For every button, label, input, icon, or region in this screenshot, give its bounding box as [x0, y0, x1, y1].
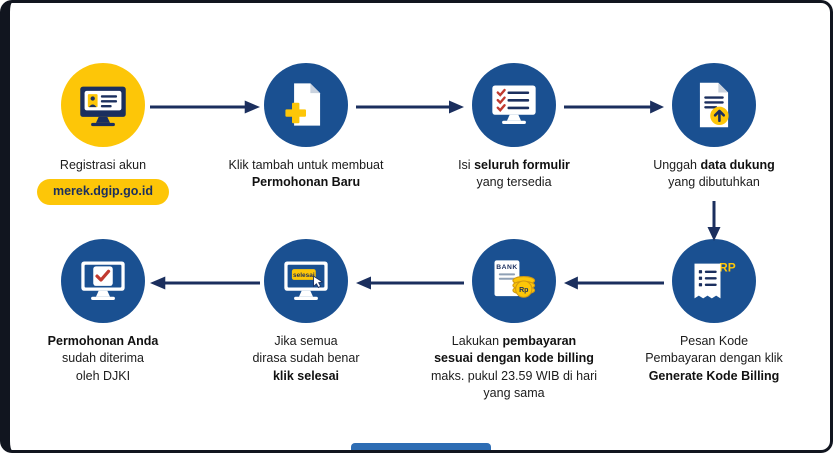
bank-label: BANK	[496, 264, 518, 271]
step-caption: Permohonan Anda sudah diterima oleh DJKI	[10, 333, 196, 385]
caption-text: Permohonan Anda	[47, 334, 159, 348]
caption-text: yang dibutuhkan	[668, 175, 760, 190]
merek-url-badge: merek.dgip.go.id	[36, 179, 169, 205]
caption-text: Pembayaran dengan klik	[645, 351, 783, 366]
arrow-right-icon	[150, 99, 260, 115]
caption-text: klik selesai	[272, 368, 340, 383]
document-plus-icon	[264, 63, 348, 147]
step-8-permohonan-diterima: Permohonan Anda sudah diterima oleh DJKI	[10, 239, 196, 385]
caption-text: yang sama	[483, 385, 545, 400]
caption-text: Unggah	[653, 158, 701, 172]
document-upload-icon	[672, 63, 756, 147]
step-1-registrasi-akun: Registrasi akun merek.dgip.go.id	[10, 63, 196, 205]
step-caption: Registrasi akun merek.dgip.go.id	[10, 157, 196, 205]
caption-text: Permohonan Baru	[251, 175, 361, 190]
step-caption: Isi seluruh formulir yang tersedia	[421, 157, 607, 192]
arrow-left-icon	[564, 275, 664, 291]
step-caption: Unggah data dukung yang dibutuhkan	[621, 157, 807, 192]
caption-text: sesuai dengan kode billing	[434, 351, 594, 366]
caption-text: seluruh formulir	[474, 158, 570, 172]
step-6-pembayaran: BANK Rp Lakukan pembayaran sesuai dengan…	[421, 239, 607, 402]
arrow-left-icon	[150, 275, 260, 291]
arrow-left-icon	[356, 275, 464, 291]
caption-text: Registrasi akun	[59, 158, 147, 172]
step-3-isi-formulir: Isi seluruh formulir yang tersedia	[421, 63, 607, 192]
rp-label: RP	[719, 260, 736, 274]
step-caption: Jika semua dirasa sudah benar klik seles…	[213, 333, 399, 385]
step-caption: Klik tambah untuk membuat Permohonan Bar…	[213, 157, 399, 192]
caption-text: Jika semua	[274, 334, 338, 348]
step-caption: Pesan Kode Pembayaran dengan klik Genera…	[621, 333, 807, 385]
footer-accent-bar	[351, 443, 491, 450]
caption-text: maks. pukul 23.59 WIB di hari	[430, 368, 598, 383]
arrow-right-icon	[564, 99, 664, 115]
caption-text: Pesan Kode	[679, 334, 749, 348]
caption-text: data dukung	[700, 158, 775, 172]
arrow-right-icon	[356, 99, 464, 115]
step-4-unggah-data: Unggah data dukung yang dibutuhkan	[621, 63, 807, 192]
monitor-selesai-icon: selesai	[264, 239, 348, 323]
caption-text: Isi	[458, 158, 475, 172]
step-caption: Lakukan pembayaran sesuai dengan kode bi…	[421, 333, 607, 402]
caption-text: Klik tambah untuk membuat	[228, 158, 384, 172]
monitor-id-card-icon	[61, 63, 145, 147]
caption-text: Lakukan	[451, 334, 503, 348]
caption-text: oleh DJKI	[75, 368, 131, 383]
caption-text: pembayaran	[502, 334, 577, 348]
billing-receipt-icon: RP	[672, 239, 756, 323]
caption-text: Generate Kode Billing	[648, 368, 780, 383]
bank-coins-icon: BANK Rp	[472, 239, 556, 323]
arrow-down-icon	[706, 201, 722, 241]
monitor-checklist-icon	[472, 63, 556, 147]
caption-text: dirasa sudah benar	[252, 351, 360, 366]
coin-rp-label: Rp	[519, 287, 528, 294]
caption-text: sudah diterima	[62, 351, 144, 366]
step-5-generate-kode-billing: RP Pesan Kode Pembayaran dengan klik Gen…	[621, 239, 807, 385]
monitor-check-icon	[61, 239, 145, 323]
step-7-klik-selesai: selesai Jika semua dirasa sudah benar kl…	[213, 239, 399, 385]
caption-text: yang tersedia	[476, 175, 552, 190]
step-2-permohonan-baru: Klik tambah untuk membuat Permohonan Bar…	[213, 63, 399, 192]
selesai-button-label: selesai	[293, 272, 315, 279]
